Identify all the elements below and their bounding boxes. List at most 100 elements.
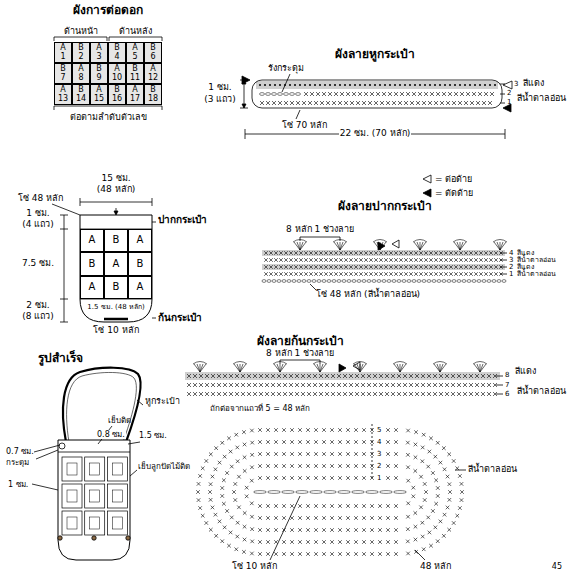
stitch-mark <box>364 258 368 262</box>
stitch-mark <box>282 491 295 494</box>
stitch-mark <box>394 84 396 86</box>
stitch-mark <box>284 84 286 86</box>
stitch-mark <box>489 84 491 86</box>
stitch-mark <box>265 383 269 387</box>
stitch-mark <box>374 265 378 269</box>
stitch-mark <box>392 280 396 283</box>
label: 2 <box>376 462 382 470</box>
stitch-mark <box>354 452 358 456</box>
stitch-mark <box>421 374 425 378</box>
section-heading: ผังลายก้นกระเป๋า <box>257 335 344 349</box>
stitch-mark <box>419 265 423 269</box>
stitch-mark <box>364 272 368 276</box>
stitch-mark <box>373 392 377 396</box>
stitch-mark <box>269 272 273 276</box>
stitch-mark <box>205 383 209 387</box>
stitch-mark <box>330 428 334 432</box>
shell-stitch <box>313 362 327 373</box>
label: สีแดง <box>517 249 534 257</box>
stitch-mark <box>201 514 205 518</box>
stitch-mark <box>414 258 418 262</box>
stitch-mark <box>389 272 393 276</box>
stitch-mark <box>349 265 353 269</box>
stitch-mark <box>397 280 401 283</box>
stitch-mark <box>487 374 491 378</box>
stitch-mark <box>319 374 323 378</box>
stitch-mark <box>409 265 413 269</box>
label: โซ่ 70 หลัก <box>282 120 327 130</box>
stitch-mark <box>433 383 437 387</box>
stitch-mark <box>406 465 410 469</box>
stitch-mark <box>433 374 437 378</box>
stitch-mark <box>362 428 366 432</box>
shell-stitch <box>413 240 427 251</box>
section-heading: รูปสำเร็จ <box>38 352 83 366</box>
motif-letter: A <box>89 282 96 293</box>
stitch-mark <box>442 534 446 538</box>
stitch-mark <box>446 506 450 510</box>
motif-letter: B <box>150 44 156 52</box>
handle-strip <box>252 80 502 108</box>
join-mark <box>503 81 512 89</box>
stitch-mark <box>386 476 390 480</box>
motif-letter: A <box>60 86 65 94</box>
motif-cell: A15 <box>90 84 108 105</box>
stitch-mark <box>241 374 245 378</box>
stitch-mark <box>233 482 237 486</box>
shell-stitch <box>393 362 407 373</box>
stitch-mark <box>324 272 328 276</box>
stitch-mark <box>434 265 438 269</box>
stitch-mark <box>462 280 466 283</box>
stitch-mark <box>362 280 366 283</box>
stitch-mark <box>479 258 483 262</box>
stitch-mark <box>370 476 374 480</box>
motif-square <box>107 457 127 481</box>
stitch-mark <box>499 265 503 269</box>
leader-line <box>152 222 156 318</box>
stitch-mark <box>403 374 407 378</box>
shell-stitch <box>433 362 447 373</box>
stitch-mark <box>359 251 363 255</box>
stitch-mark <box>294 272 298 276</box>
motif-number: 14 <box>76 95 86 103</box>
stitch-mark <box>386 464 390 468</box>
stitch-mark <box>449 272 453 276</box>
stitch-mark <box>290 504 294 508</box>
stitch-mark <box>429 251 433 255</box>
stitch-mark <box>384 272 388 276</box>
stitch-mark <box>493 383 497 387</box>
shell-stitch <box>373 240 387 251</box>
stitch-mark <box>460 92 464 96</box>
stitch-mark <box>222 502 226 506</box>
stitch-mark <box>295 392 299 396</box>
label: ด้านหน้า <box>64 26 98 36</box>
stitch-mark <box>272 93 277 96</box>
stitch-mark <box>424 258 428 262</box>
stitch-mark <box>394 92 398 96</box>
stitch-mark <box>319 265 323 269</box>
stitch-mark <box>433 392 437 396</box>
bag-motif-cell: A <box>128 229 152 252</box>
stitch-mark <box>354 528 358 532</box>
stitch-mark <box>487 280 491 283</box>
stitch-mark <box>482 280 486 283</box>
stitch-mark <box>448 498 452 502</box>
label: 1 ซม. <box>8 480 28 489</box>
stitch-mark <box>354 428 358 432</box>
stitch-mark <box>389 84 391 86</box>
section-line <box>80 229 152 299</box>
stitch-mark <box>278 101 282 105</box>
stitch-mark <box>334 84 336 86</box>
stitch-mark <box>306 428 310 432</box>
stitch-mark <box>245 486 249 490</box>
motif-cell: B6 <box>144 42 162 63</box>
stitch-mark <box>223 455 227 459</box>
stitch-mark <box>218 520 222 524</box>
stitch-mark <box>352 92 356 96</box>
motif-letter: B <box>137 259 144 270</box>
stitch-mark <box>209 528 213 532</box>
legend-text: = ตัดด้าย <box>435 186 473 200</box>
label: 8 หลัก 1 ช่วงลาย <box>266 348 334 358</box>
stitch-mark <box>484 251 488 255</box>
stitch-mark <box>205 392 209 396</box>
